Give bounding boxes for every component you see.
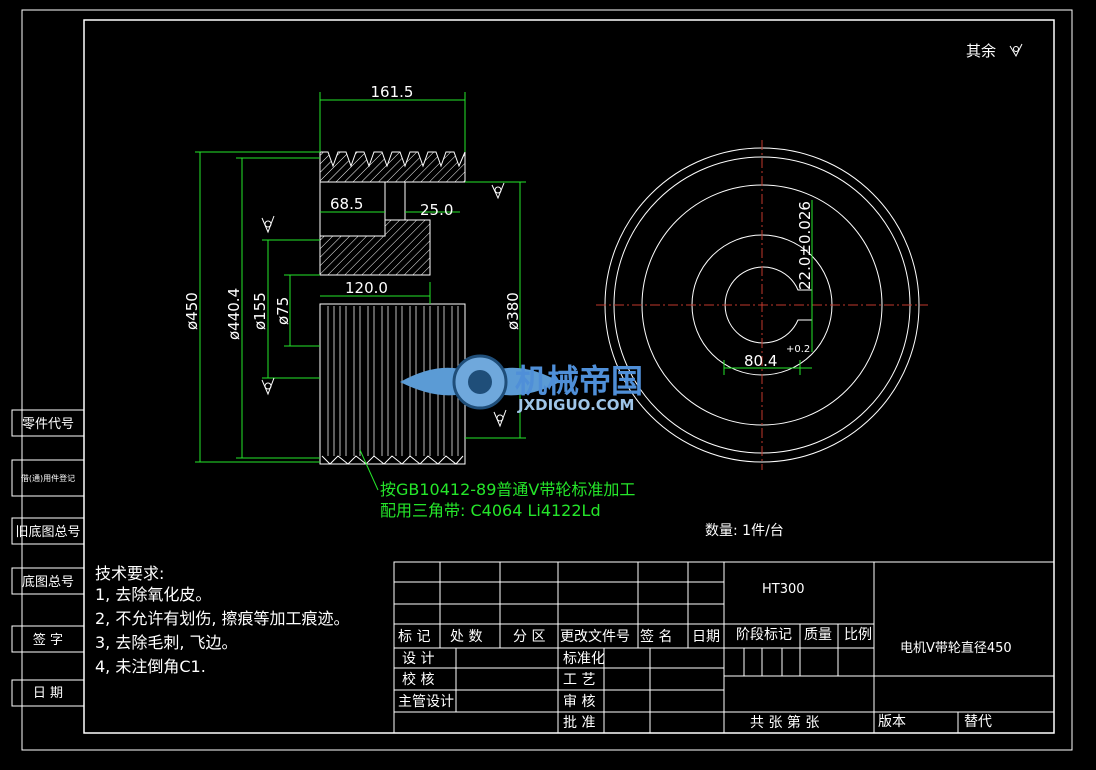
left-label-date: 日 期 — [33, 686, 63, 701]
material-label: HT300 — [762, 582, 805, 597]
header-count: 处 数 — [450, 629, 482, 645]
quantity-label: 数量: 1件/台 — [705, 523, 784, 539]
dim-keyway-depth: 80.4 — [744, 352, 777, 370]
part-name: 电机V带轮直径450 — [900, 641, 1012, 656]
left-label-base: 底图总号 — [22, 574, 74, 590]
roughness-mark-icon — [261, 182, 507, 428]
dimension-lines — [195, 92, 526, 463]
dim-pitch-dia: ø440.4 — [225, 288, 243, 340]
dim-keyway-tolerance: 22.0±0.026 — [796, 201, 814, 290]
note-belt: 配用三角带: C4064 Li4122Ld — [380, 501, 601, 520]
left-label-part-code: 零件代号 — [22, 417, 74, 432]
dim-keyway-width: 25.0 — [420, 201, 453, 219]
pulley-section — [319, 151, 466, 465]
left-label-old-base: 旧底图总号 — [15, 524, 80, 540]
stage-mark-label: 阶段标记 — [736, 627, 792, 643]
check-label: 校 核 — [402, 671, 434, 688]
tech-req-2: 2, 不允许有划伤, 擦痕等加工痕迹。 — [95, 609, 350, 628]
dim-bore-depth: 68.5 — [330, 195, 363, 213]
center-lines — [596, 140, 928, 470]
sheets-label: 共 张 第 张 — [750, 714, 819, 731]
approve-label: 批 准 — [563, 715, 595, 731]
header-zone: 分 区 — [513, 629, 545, 645]
watermark-cn: 机械帝国 — [515, 362, 643, 400]
dim-keyway-depth-tol: +0.2 — [786, 344, 810, 355]
dim-hub-length: 120.0 — [345, 279, 388, 297]
left-label-borrow: 借(通)用件登记 — [21, 473, 75, 483]
header-change-doc: 更改文件号 — [560, 629, 630, 645]
process-label: 工 艺 — [563, 672, 595, 688]
tech-req-title: 技术要求: — [95, 564, 164, 583]
left-label-sign: 签 字 — [33, 632, 63, 648]
note-standard: 按GB10412-89普通V带轮标准加工 — [380, 480, 635, 499]
weight-label: 质量 — [804, 627, 832, 643]
front-dimension-lines — [723, 200, 813, 375]
scale-label: 比例 — [844, 627, 872, 643]
design-label: 设 计 — [402, 651, 434, 667]
outer-frame — [21, 9, 1073, 751]
dim-bore-dia: ø75 — [274, 297, 292, 325]
note-leader — [359, 449, 379, 491]
dim-groove-root-dia: ø380 — [504, 292, 522, 330]
roughness-icon — [1009, 43, 1023, 58]
dim-hub-dia: ø155 — [251, 292, 269, 330]
watermark-en: JXDIGUO.COM — [517, 396, 634, 414]
roughness-note: 其余 — [966, 42, 996, 60]
watermark-logo-icon — [400, 354, 560, 410]
tech-req-4: 4, 未注倒角C1. — [95, 657, 206, 676]
dim-width-total: 161.5 — [371, 83, 414, 101]
tech-req-1: 1, 去除氧化皮。 — [95, 585, 211, 604]
header-mark: 标 记 — [398, 629, 430, 645]
replace-label: 替代 — [964, 714, 992, 730]
version-label: 版本 — [878, 714, 906, 730]
tech-req-3: 3, 去除毛刺, 飞边。 — [95, 633, 238, 652]
review-label: 审 核 — [563, 694, 595, 710]
dim-outer-dia: ø450 — [183, 292, 201, 330]
chief-design-label: 主管设计 — [398, 694, 454, 710]
title-block — [393, 561, 1055, 734]
standardize-label: 标准化 — [563, 651, 605, 667]
left-column — [11, 409, 85, 707]
header-signature: 签 名 — [640, 628, 672, 645]
header-date: 日期 — [692, 629, 720, 645]
